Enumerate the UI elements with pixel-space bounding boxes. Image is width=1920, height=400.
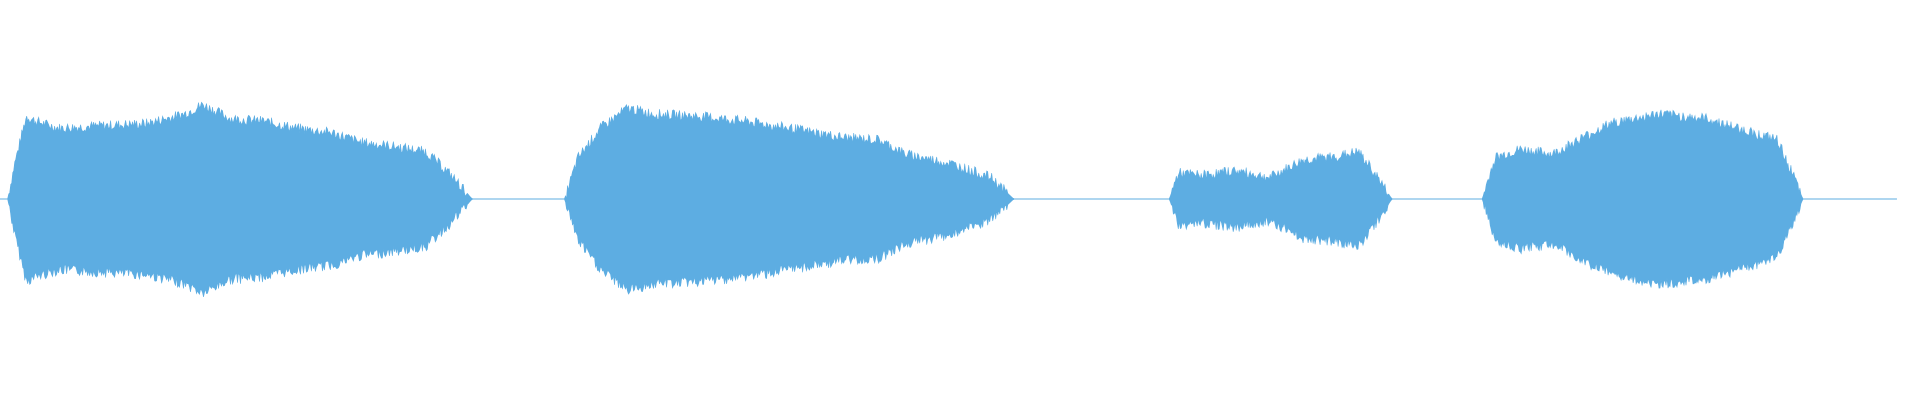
waveform-segment-1 xyxy=(7,101,473,297)
waveform-segment-4 xyxy=(1481,109,1804,289)
waveform-segment-2 xyxy=(564,103,1015,295)
waveform-segment-3 xyxy=(1169,147,1393,250)
